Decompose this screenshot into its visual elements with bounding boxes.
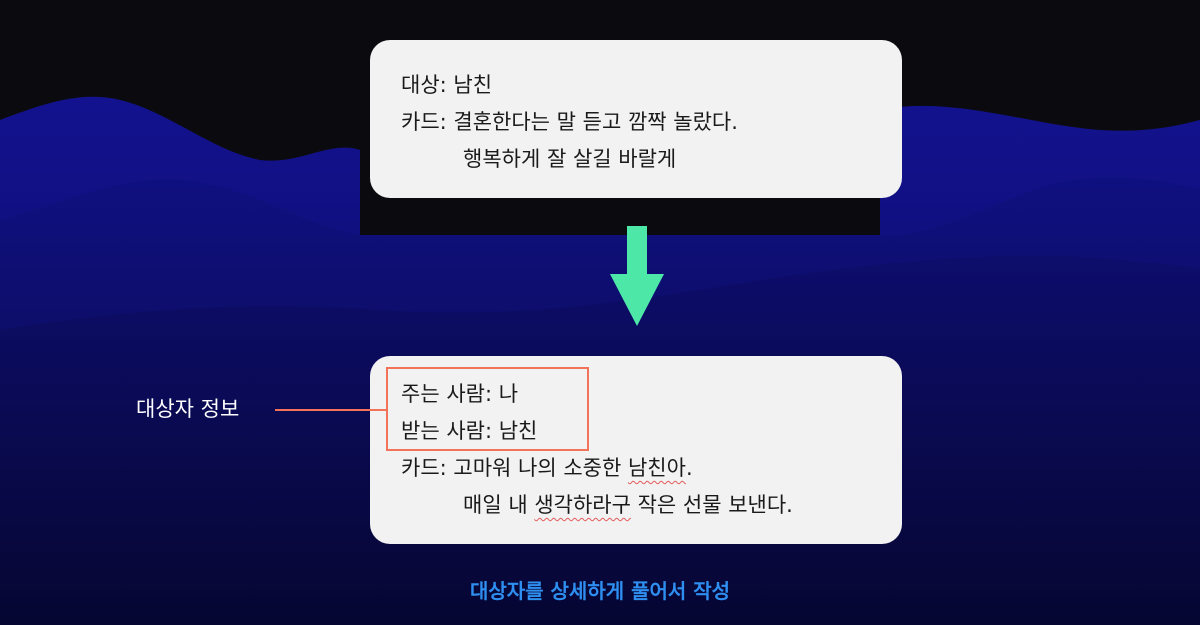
receiver-line: 받는 사람: 남친 [401, 419, 538, 443]
original-card: 대상: 남친 카드: 결혼한다는 말 듣고 깜짝 놀랐다. 행복하게 잘 살길 … [370, 40, 902, 198]
spellcheck-word: 남친아 [627, 456, 686, 480]
card-message-text: 카드: 고마워 나의 소중한 [401, 456, 628, 480]
card-message-end-2: 작은 선물 보낸다. [630, 493, 793, 517]
target-line: 대상: 남친 [401, 73, 493, 97]
card-message-line-2: 매일 내 생각하라구 작은 선물 보낸다. [401, 487, 902, 524]
callout-connector [275, 409, 387, 411]
spellcheck-word-2: 생각하라구 [534, 493, 631, 517]
giver-line: 주는 사람: 나 [401, 382, 519, 406]
recipient-info-label: 대상자 정보 [136, 397, 240, 421]
card-message-line-2: 행복하게 잘 살길 바랄게 [463, 147, 677, 171]
card-message-text-2: 매일 내 [463, 493, 535, 517]
arrow-head [610, 274, 664, 326]
recipient-info-highlight [386, 367, 589, 451]
arrow-shaft [627, 226, 647, 276]
caption: 대상자를 상세하게 풀어서 작성 [469, 579, 731, 603]
card-message-line: 카드: 결혼한다는 말 듣고 깜짝 놀랐다. [401, 110, 738, 134]
card-message-end: . [685, 456, 693, 480]
card-message-line: 카드: 고마워 나의 소중한 남친아. [401, 450, 902, 487]
arrow-down-icon [610, 226, 664, 326]
revised-card: 주는 사람: 나 받는 사람: 남친 카드: 고마워 나의 소중한 남친아. 매… [370, 356, 902, 544]
